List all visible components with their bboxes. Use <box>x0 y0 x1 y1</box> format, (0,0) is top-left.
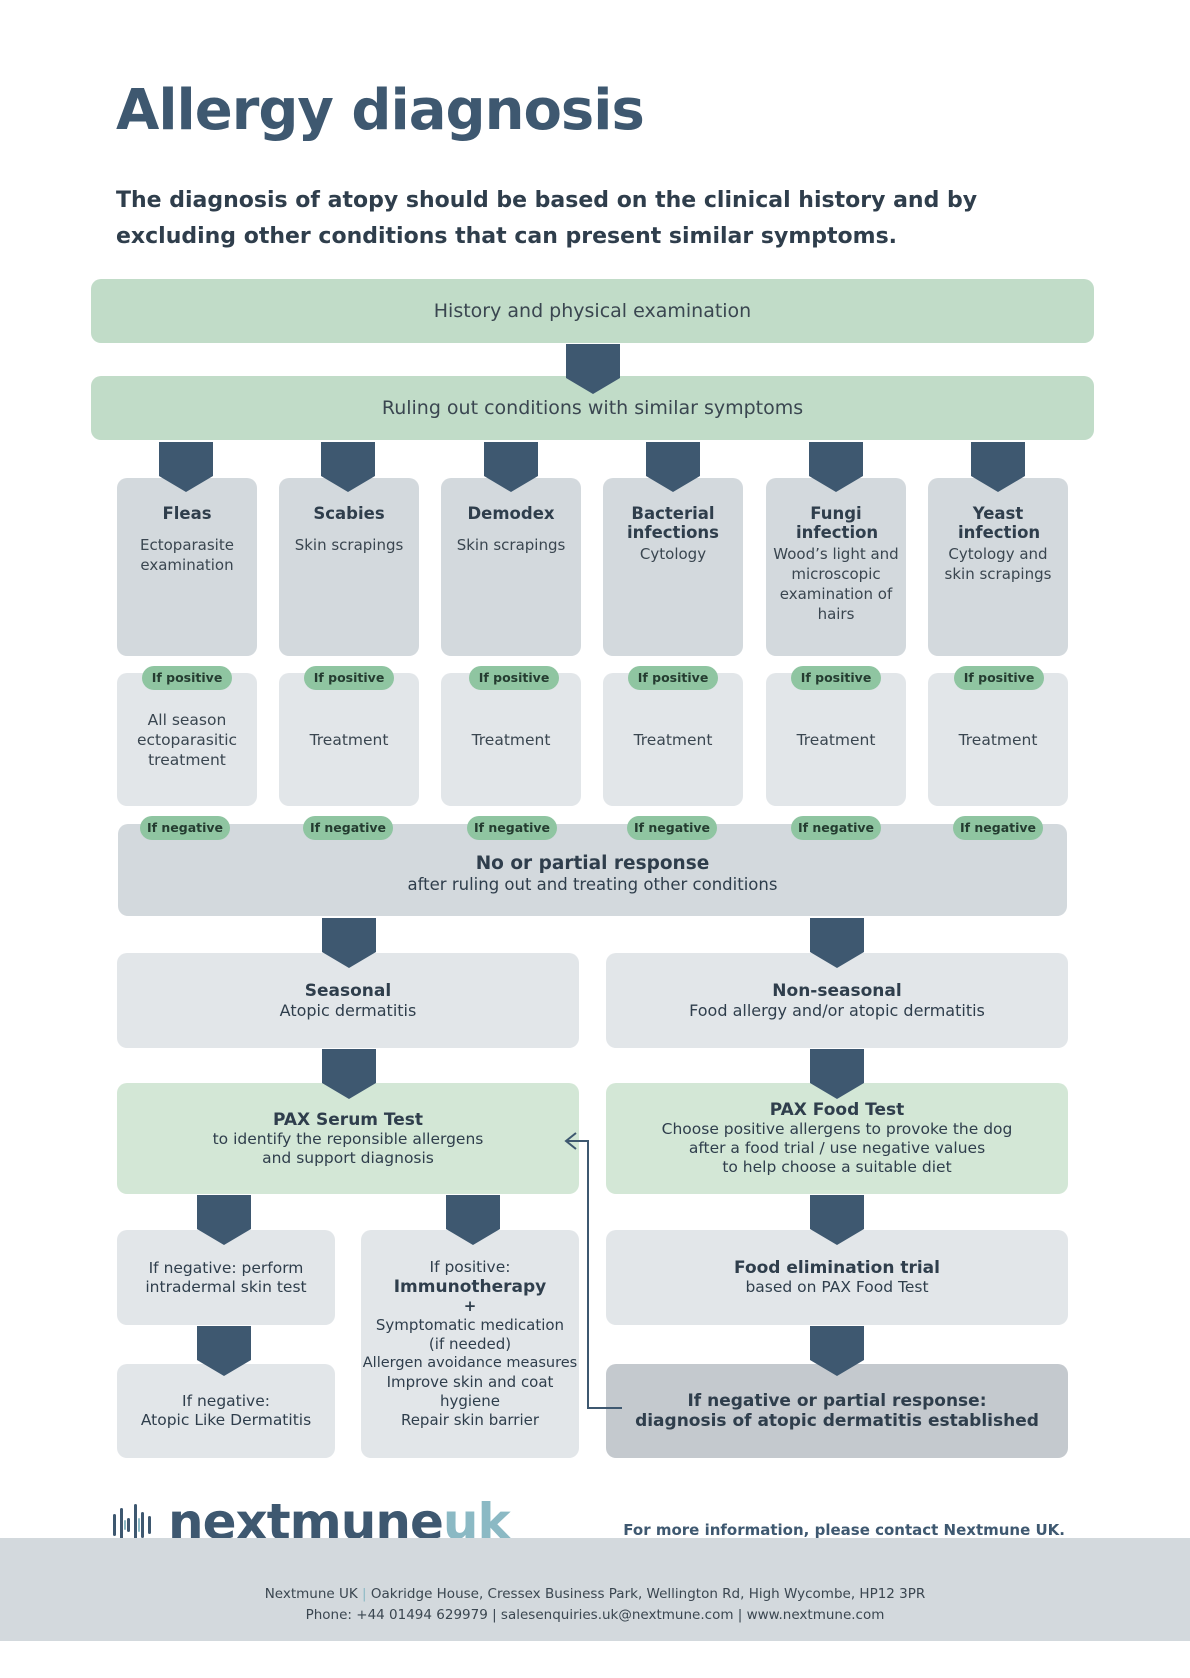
if-negative-badge: If negative <box>140 816 230 840</box>
pax-food-test-box: PAX Food Test Choose positive allergens … <box>606 1083 1068 1194</box>
immunotherapy-intro: If positive: <box>429 1258 511 1276</box>
atopic-like-box: If negative: Atopic Like Dermatitis <box>117 1364 335 1458</box>
no-response-title: No or partial response <box>475 852 710 874</box>
footer-contact-line: Phone: +44 01494 629979 | salesenquiries… <box>305 1607 885 1623</box>
if-positive-badge: If positive <box>469 666 559 690</box>
condition-scabies: Scabies Skin scrapings <box>279 478 419 656</box>
contact-text: For more information, please contact Nex… <box>623 1521 1065 1539</box>
condition-fungi: Fungi infection Wood’s light and microsc… <box>766 478 906 656</box>
if-positive-badge: If positive <box>304 666 394 690</box>
seasonal-subtitle: Atopic dermatitis <box>279 1000 417 1020</box>
seasonal-box: Seasonal Atopic dermatitis <box>117 953 579 1048</box>
footer <box>0 1538 1190 1641</box>
if-negative-badge: If negative <box>303 816 393 840</box>
condition-title: Fungi infection <box>796 504 879 542</box>
diagnosis-line1: If negative or partial response: <box>687 1391 987 1411</box>
condition-yeast: Yeast infection Cytology and skin scrapi… <box>928 478 1068 656</box>
immunotherapy-item: (if needed) <box>428 1335 512 1353</box>
treatment-text: Treatment <box>796 730 876 749</box>
condition-test: Skin scrapings <box>294 536 404 554</box>
condition-title: Scabies <box>313 504 385 523</box>
food-trial-box: Food elimination trial based on PAX Food… <box>606 1230 1068 1325</box>
pax-serum-line2: and support diagnosis <box>262 1148 434 1167</box>
immunotherapy-item: Allergen avoidance measures <box>362 1355 578 1371</box>
if-positive-badge: If positive <box>791 666 881 690</box>
treatment-bacterial: Treatment <box>603 673 743 806</box>
condition-title: Bacterial infections <box>627 504 719 542</box>
condition-title: Fleas <box>162 504 212 523</box>
treatment-fleas: All season ectoparasitic treatment <box>117 673 257 806</box>
condition-test: Ectoparasite examination <box>140 536 234 574</box>
history-label: History and physical examination <box>433 300 752 322</box>
ruling-out-label: Ruling out conditions with similar sympt… <box>381 397 804 419</box>
food-trial-title: Food elimination trial <box>734 1258 940 1278</box>
if-negative-badge: If negative <box>953 816 1043 840</box>
treatment-scabies: Treatment <box>279 673 419 806</box>
pax-food-line2: after a food trial / use negative values <box>688 1139 986 1157</box>
if-negative-badge: If negative <box>791 816 881 840</box>
condition-demodex: Demodex Skin scrapings <box>441 478 581 656</box>
footer-company: Nextmune UK <box>264 1586 358 1602</box>
immunotherapy-item: Symptomatic medication <box>375 1316 565 1334</box>
pax-food-line1: Choose positive allergens to provoke the… <box>661 1120 1013 1138</box>
condition-test: Cytology <box>639 545 707 563</box>
immunotherapy-item: Improve skin and coat <box>386 1373 554 1391</box>
if-positive-badge: If positive <box>142 666 232 690</box>
intradermal-line2: intradermal skin test <box>145 1277 307 1296</box>
treatment-text: Treatment <box>471 730 551 749</box>
treatment-yeast: Treatment <box>928 673 1068 806</box>
treatment-text: Treatment <box>958 730 1038 749</box>
immunotherapy-item: hygiene <box>439 1392 501 1410</box>
treatment-fungi: Treatment <box>766 673 906 806</box>
pax-serum-line1: to identify the reponsible allergens <box>212 1129 484 1148</box>
if-negative-badge: If negative <box>467 816 557 840</box>
immunotherapy-box: If positive: Immunotherapy + Symptomatic… <box>361 1230 579 1458</box>
condition-test: Cytology and skin scrapings <box>944 545 1052 583</box>
diagnosis-line2: diagnosis of atopic dermatitis establish… <box>635 1411 1039 1431</box>
page-subtitle: The diagnosis of atopy should be based o… <box>116 188 978 249</box>
footer-address: Oakridge House, Cressex Business Park, W… <box>370 1586 926 1602</box>
pax-food-line3: to help choose a suitable diet <box>722 1158 952 1176</box>
seasonal-title: Seasonal <box>304 980 392 1001</box>
condition-test: Wood’s light and microscopic examination… <box>773 545 899 623</box>
food-trial-subtitle: based on PAX Food Test <box>745 1278 929 1296</box>
condition-bacterial: Bacterial infections Cytology <box>603 478 743 656</box>
footer-separator: | <box>362 1586 367 1602</box>
non-seasonal-subtitle: Food allergy and/or atopic dermatitis <box>689 1000 985 1020</box>
immunotherapy-item: Repair skin barrier <box>400 1411 540 1429</box>
treatment-text: Treatment <box>309 730 389 749</box>
ruling-out-box: Ruling out conditions with similar sympt… <box>91 376 1094 440</box>
non-seasonal-box: Non-seasonal Food allergy and/or atopic … <box>606 953 1068 1048</box>
if-positive-badge: If positive <box>628 666 718 690</box>
footer-address-line: Nextmune UK | Oakridge House, Cressex Bu… <box>0 1586 1190 1602</box>
treatment-text: All season ectoparasitic treatment <box>136 710 238 769</box>
atopic-like-line2: Atopic Like Dermatitis <box>140 1411 312 1429</box>
diagnosis-box: If negative or partial response: diagnos… <box>606 1364 1068 1458</box>
immunotherapy-plus: + <box>463 1297 477 1315</box>
page-title: Allergy diagnosis <box>116 78 645 143</box>
condition-title: Yeast infection <box>958 504 1041 542</box>
if-positive-badge: If positive <box>954 666 1044 690</box>
condition-title: Demodex <box>467 504 555 523</box>
atopic-like-line1: If negative: <box>182 1392 270 1410</box>
nextmune-logo-icon <box>113 1504 151 1546</box>
condition-fleas: Fleas Ectoparasite examination <box>117 478 257 656</box>
pax-serum-test-box: PAX Serum Test to identify the reponsibl… <box>117 1083 579 1194</box>
if-negative-badge: If negative <box>627 816 717 840</box>
condition-test: Skin scrapings <box>456 536 566 554</box>
treatment-text: Treatment <box>633 730 713 749</box>
intradermal-line1: If negative: perform <box>148 1258 304 1277</box>
intradermal-test-box: If negative: perform intradermal skin te… <box>117 1230 335 1325</box>
non-seasonal-title: Non-seasonal <box>772 980 902 1001</box>
history-box: History and physical examination <box>91 279 1094 343</box>
pax-serum-title: PAX Serum Test <box>272 1109 424 1130</box>
no-response-box: No or partial response after ruling out … <box>118 824 1067 916</box>
immunotherapy-title: Immunotherapy <box>393 1277 547 1297</box>
no-response-subtitle: after ruling out and treating other cond… <box>407 874 778 894</box>
treatment-demodex: Treatment <box>441 673 581 806</box>
pax-food-title: PAX Food Test <box>769 1100 905 1120</box>
